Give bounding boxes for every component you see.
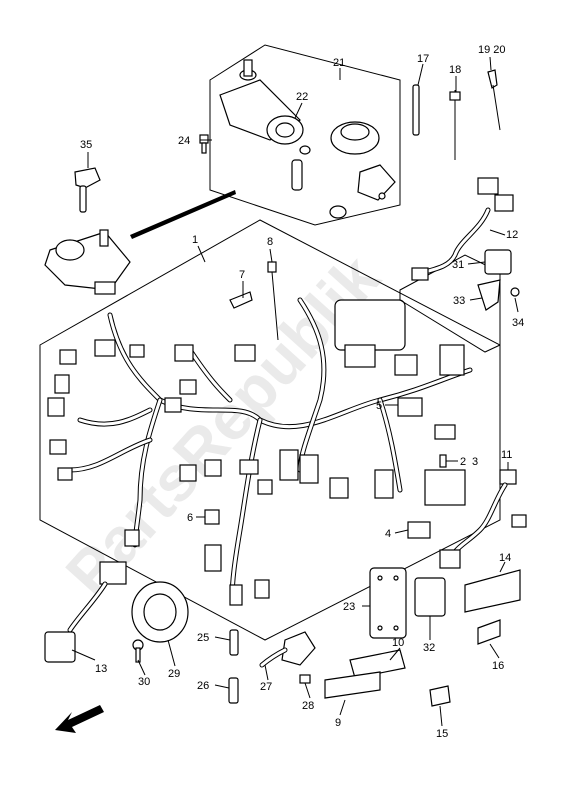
ignition-switch xyxy=(44,229,131,295)
label-4: 4 xyxy=(385,528,391,540)
leader-lines xyxy=(71,56,519,727)
label-2-3: 2 xyxy=(460,456,466,468)
label-3: 3 xyxy=(472,456,478,468)
label-29: 29 xyxy=(168,668,180,680)
label-21: 21 xyxy=(333,57,345,69)
label-33: 33 xyxy=(453,295,465,307)
label-18: 18 xyxy=(449,64,461,76)
label-31: 31 xyxy=(452,259,464,271)
label-32: 32 xyxy=(423,642,435,654)
bottom-center-parts xyxy=(228,629,316,704)
label-23: 23 xyxy=(343,601,355,613)
label-1: 1 xyxy=(192,234,198,246)
cable-ties xyxy=(412,69,501,160)
part-2-3 xyxy=(439,454,447,468)
label-11: 11 xyxy=(501,449,512,461)
label-28: 28 xyxy=(302,700,314,712)
lower-left-parts xyxy=(44,561,189,663)
label-25: 25 xyxy=(197,632,209,644)
key xyxy=(74,167,101,213)
ignition-lock-set-group xyxy=(199,44,401,226)
part-6 xyxy=(204,509,220,525)
label-10: 10 xyxy=(392,637,404,649)
part-4 xyxy=(407,521,431,539)
label-24: 24 xyxy=(178,135,190,147)
main-harness-wires xyxy=(67,297,473,603)
sub-harness-right-lower xyxy=(439,469,527,645)
label-14: 14 xyxy=(499,552,511,564)
harness-connectors xyxy=(47,299,466,606)
label-8: 8 xyxy=(267,236,273,248)
callout-labels: 1 2 3 4 5 6 7 8 9 10 11 12 13 14 15 16 1… xyxy=(80,44,524,740)
label-35: 35 xyxy=(80,139,92,151)
label-7: 7 xyxy=(239,269,245,281)
sub-harness-right-upper xyxy=(399,177,520,353)
label-9: 9 xyxy=(335,717,341,729)
direction-arrow xyxy=(55,705,104,733)
label-22: 22 xyxy=(296,91,308,103)
label-12: 12 xyxy=(506,229,518,241)
part-5 xyxy=(397,397,423,417)
main-harness-box xyxy=(39,219,501,641)
direction-stripe xyxy=(130,190,236,239)
label-16: 16 xyxy=(492,660,504,672)
label-15: 15 xyxy=(436,728,448,740)
label-34: 34 xyxy=(512,317,524,329)
label-6: 6 xyxy=(187,512,193,524)
label-17: 17 xyxy=(417,53,429,65)
lower-right-parts xyxy=(324,567,451,707)
label-13: 13 xyxy=(95,663,107,675)
label-30: 30 xyxy=(138,676,150,688)
label-27: 27 xyxy=(260,681,272,693)
label-19-20: 19 20 xyxy=(478,44,506,56)
label-26: 26 xyxy=(197,680,209,692)
label-5: 5 xyxy=(376,400,382,412)
